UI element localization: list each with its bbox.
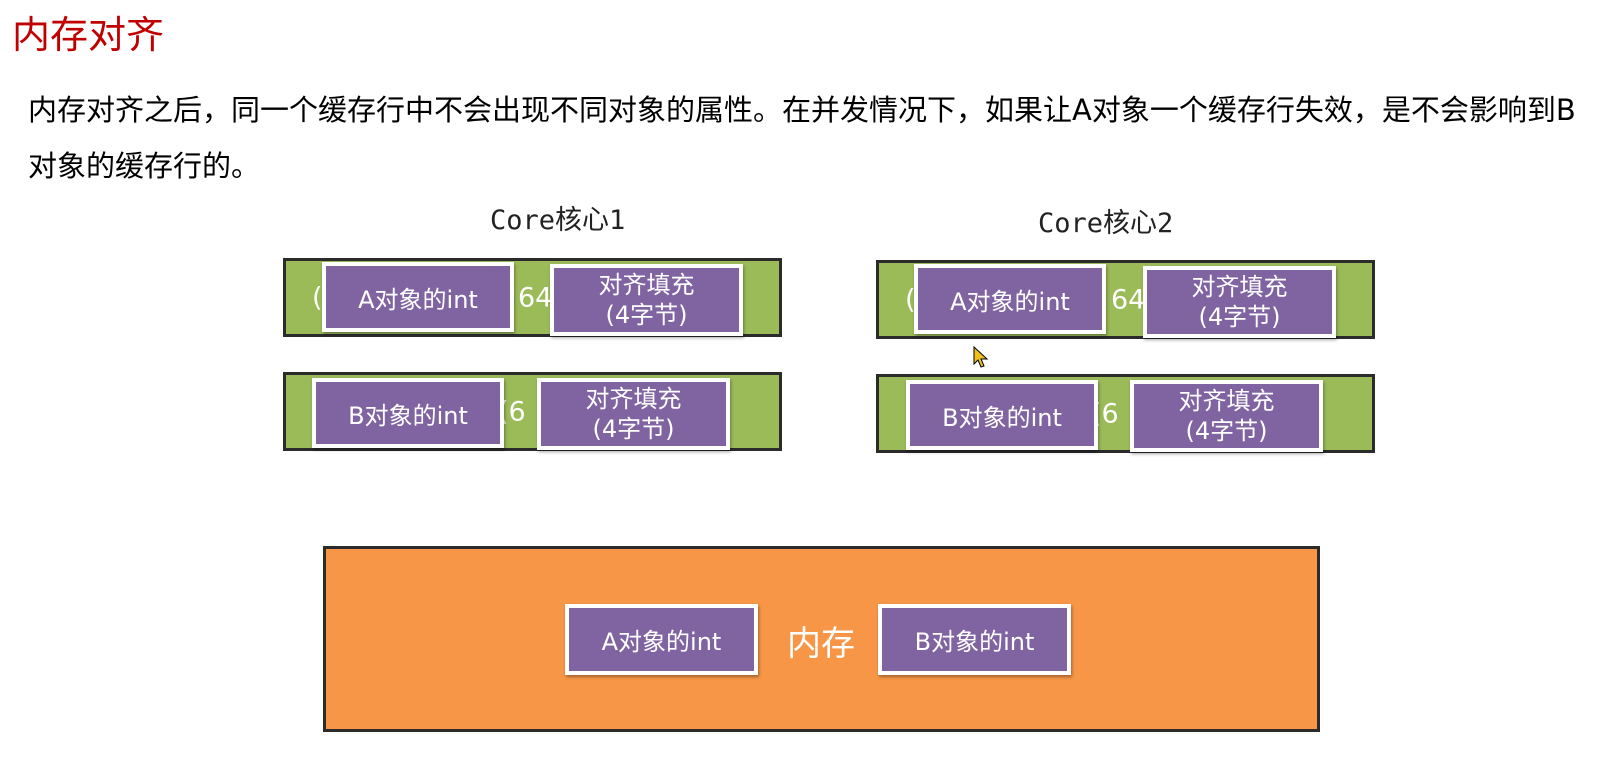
memory-label: 内存 bbox=[787, 624, 855, 664]
b-object-int-box: B对象的int bbox=[906, 380, 1098, 450]
core-1-label: Core核心1 bbox=[490, 205, 626, 236]
memory-block bbox=[323, 546, 1320, 732]
padding-size: (4字节) bbox=[1185, 417, 1268, 445]
padding-label: 对齐填充 bbox=[598, 271, 695, 299]
padding-size: (4字节) bbox=[592, 415, 675, 443]
a-object-int-box: A对象的int bbox=[914, 264, 1106, 334]
alignment-padding-box: 对齐填充 (4字节) bbox=[1130, 380, 1323, 452]
occluded-text: 64 bbox=[1111, 284, 1146, 315]
padding-size: (4字节) bbox=[1198, 303, 1281, 331]
description-paragraph: 内存对齐之后，同一个缓存行中不会出现不同对象的属性。在并发情况下，如果让A对象一… bbox=[28, 93, 1576, 183]
occluded-text: 64 bbox=[518, 282, 553, 313]
alignment-padding-box: 对齐填充 (4字节) bbox=[1143, 266, 1336, 338]
mouse-pointer-icon bbox=[973, 346, 989, 368]
occluded-text: ( bbox=[312, 282, 323, 313]
memory-a-object-int-box: A对象的int bbox=[565, 604, 758, 675]
padding-label: 对齐填充 bbox=[1191, 273, 1288, 301]
alignment-padding-box: 对齐填充 (4字节) bbox=[537, 378, 730, 450]
occluded-text: ( bbox=[905, 284, 916, 315]
a-object-int-box: A对象的int bbox=[322, 262, 514, 332]
padding-size: (4字节) bbox=[605, 301, 688, 329]
core-2-label: Core核心2 bbox=[1038, 208, 1174, 239]
b-object-int-box: B对象的int bbox=[312, 378, 504, 448]
slide-title: 内存对齐 bbox=[12, 13, 165, 57]
padding-label: 对齐填充 bbox=[585, 385, 682, 413]
memory-b-object-int-box: B对象的int bbox=[878, 604, 1071, 675]
padding-label: 对齐填充 bbox=[1178, 387, 1275, 415]
alignment-padding-box: 对齐填充 (4字节) bbox=[550, 264, 743, 336]
